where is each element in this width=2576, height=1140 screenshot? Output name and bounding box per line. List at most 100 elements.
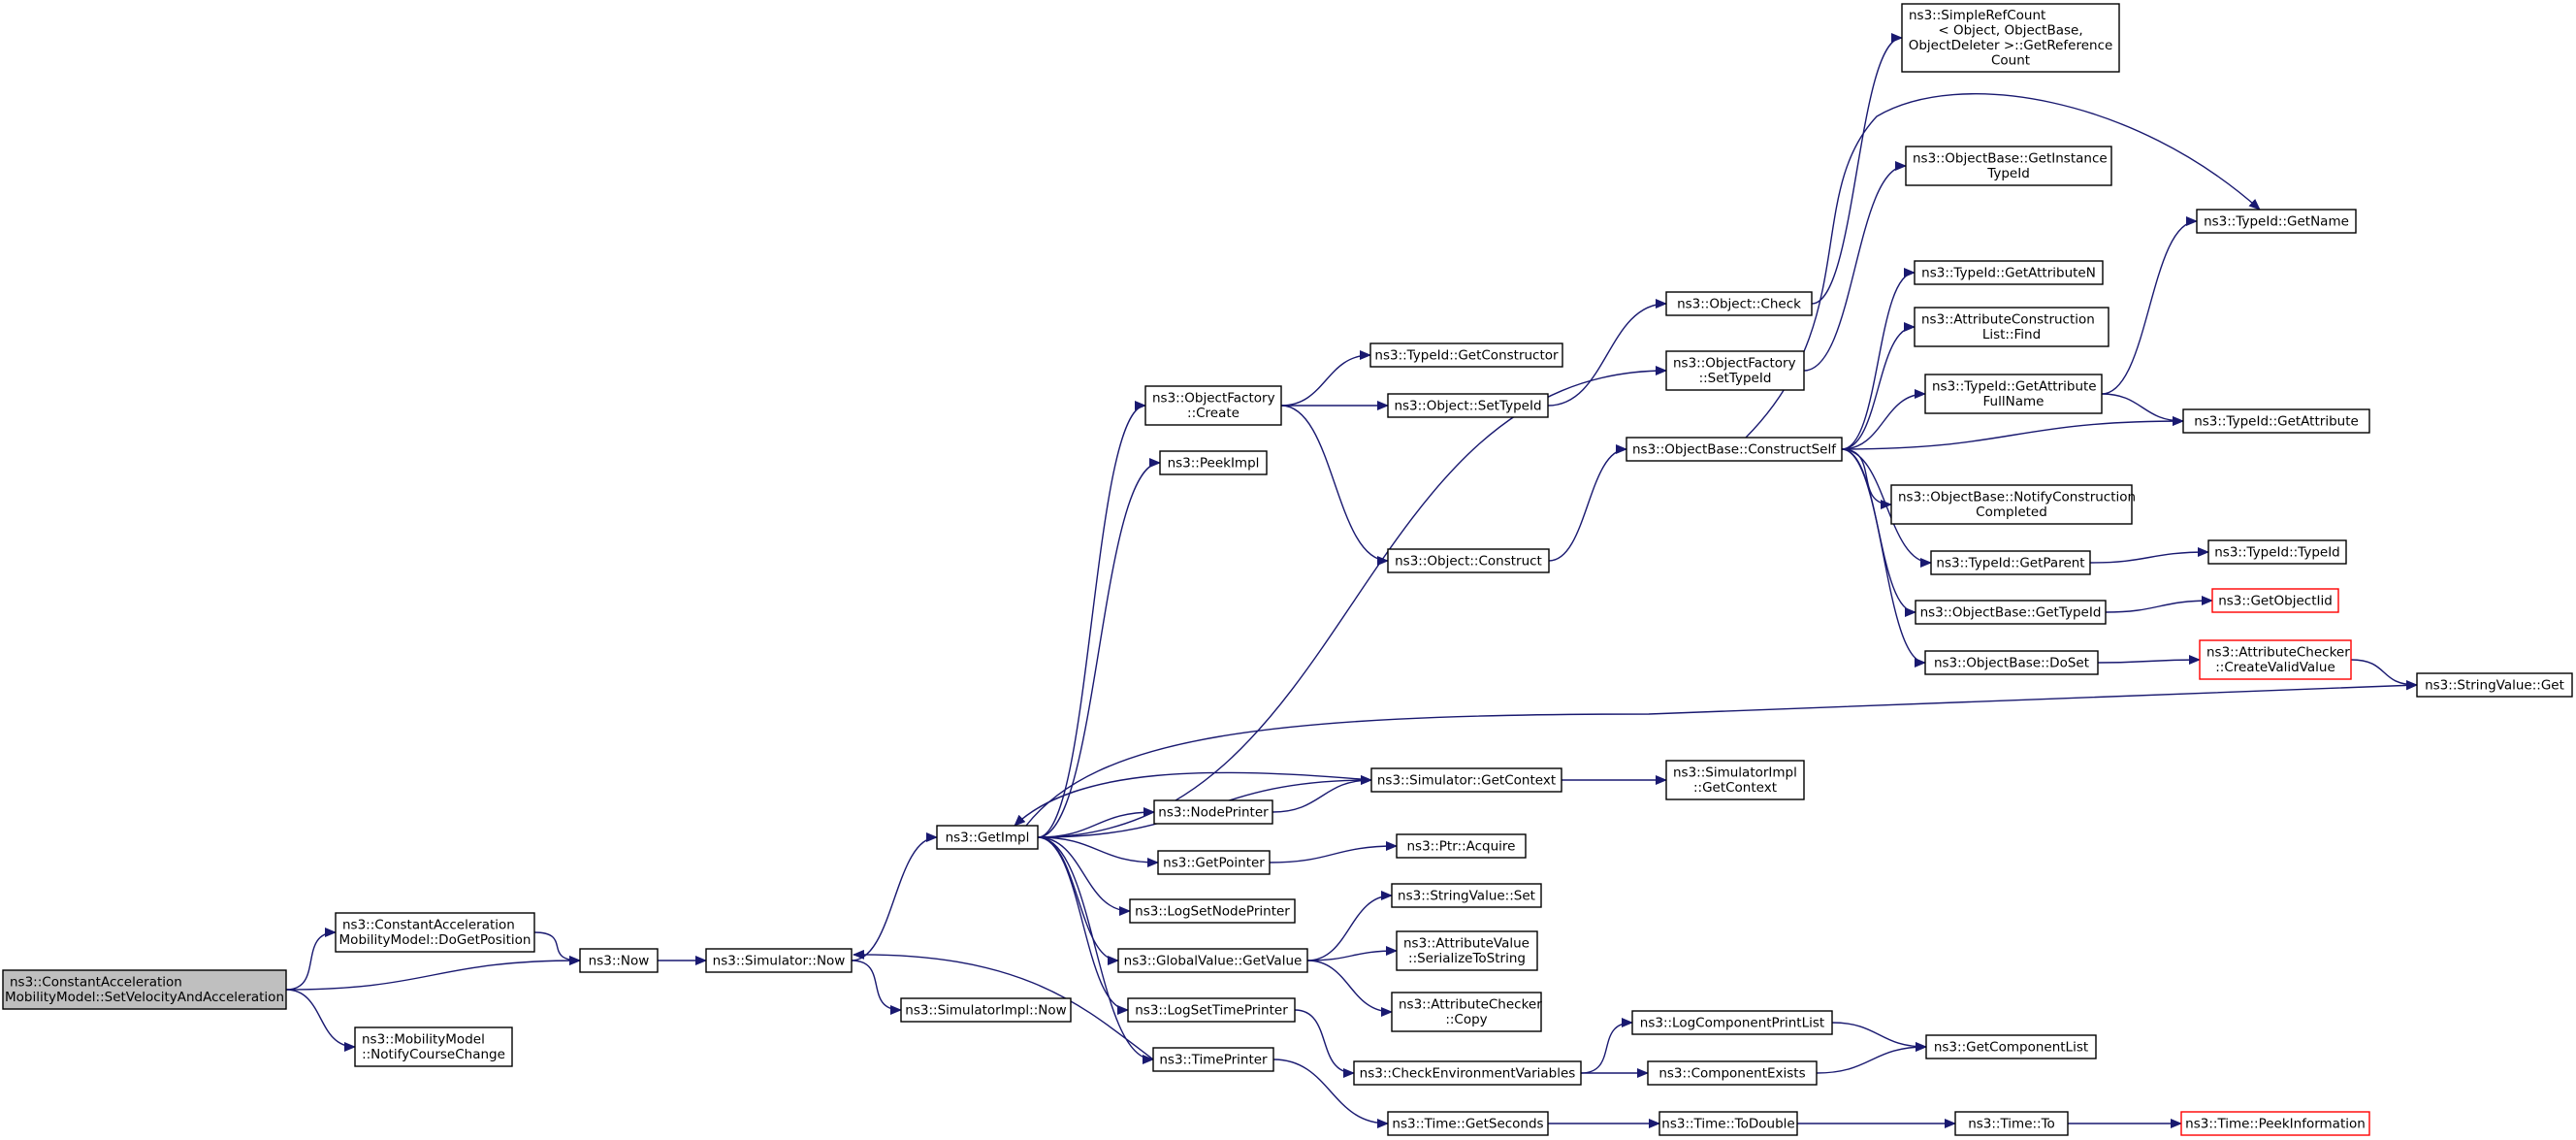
node-typeIdCtor[interactable]: ns3::TypeId::TypeId (2207, 539, 2347, 565)
edge-getAttrFullName-to-getName (2101, 216, 2198, 395)
node-box (1658, 1111, 1798, 1136)
node-checkEnvVars[interactable]: ns3::CheckEnvironmentVariables (1353, 1060, 1582, 1086)
node-label: ns3::ObjectBase::GetTypeId (1920, 604, 2102, 620)
node-getObjectIid[interactable]: ns3::GetObjectIid (2211, 588, 2339, 613)
node-label: ::GetContext (1693, 780, 1777, 796)
node-getAttribute[interactable]: ns3::TypeId::GetAttribute (2182, 408, 2370, 434)
node-getConstructor[interactable]: ns3::TypeId::GetConstructor (1369, 342, 1563, 368)
edge-objCheck-to-simpleRefCount (1811, 33, 1903, 305)
node-box (1665, 760, 1805, 800)
node-label: ns3::ObjectBase::NotifyConstruction (1898, 490, 2136, 505)
edge-doGetPosition-to-now (533, 931, 581, 965)
node-simImplGetContext[interactable]: ns3::SimulatorImpl::GetContext (1665, 760, 1805, 800)
node-box (1626, 437, 1843, 462)
node-stringValueSet[interactable]: ns3::StringValue::Set (1391, 883, 1542, 908)
node-stringValueGet[interactable]: ns3::StringValue::Get (2416, 672, 2573, 698)
node-nodePrinter[interactable]: ns3::NodePrinter (1153, 799, 1273, 825)
node-now[interactable]: ns3::Now (579, 948, 659, 973)
node-notifyConstructionCompleted[interactable]: ns3::ObjectBase::NotifyConstructionCompl… (1890, 484, 2136, 525)
node-label: ns3::TimePrinter (1159, 1052, 1268, 1067)
node-box (1914, 260, 2104, 285)
edge-checkEnvVars-to-logComponentPrintList (1580, 1018, 1633, 1074)
edge-gvGetValue-to-stringValueSet (1306, 891, 1393, 961)
node-gvGetValue[interactable]: ns3::GlobalValue::GetValue (1117, 948, 1308, 973)
node-logComponentPrintList[interactable]: ns3::LogComponentPrintList (1631, 1010, 1833, 1035)
node-box (2182, 408, 2370, 434)
node-timePrinter[interactable]: ns3::TimePrinter (1152, 1047, 1274, 1072)
node-doSet[interactable]: ns3::ObjectBase::DoSet (1924, 650, 2099, 675)
edge-getImpl-to-ofCreate (1037, 401, 1146, 838)
node-label: ns3::ObjectBase::ConstructSelf (1632, 441, 1837, 457)
node-label: Count (1991, 53, 2030, 69)
node-doGetPosition[interactable]: ns3::ConstantAccelerationMobilityModel::… (335, 912, 535, 953)
node-label: ns3::Ptr::Acquire (1407, 838, 1516, 854)
node-timeGetSeconds[interactable]: ns3::Time::GetSeconds (1387, 1111, 1549, 1136)
node-logSetNodePrinter[interactable]: ns3::LogSetNodePrinter (1129, 898, 1296, 924)
node-label: MobilityModel::DoGetPosition (339, 932, 531, 948)
edge-logComponentPrintList-to-getComponentList (1831, 1022, 1927, 1052)
node-label: ns3::AttributeChecker (1399, 997, 1542, 1013)
edge-ofCreate-to-objConstruct (1280, 405, 1389, 566)
node-box (354, 1026, 513, 1067)
node-constructSelf[interactable]: ns3::ObjectBase::ConstructSelf (1626, 437, 1843, 462)
node-acCopy[interactable]: ns3::AttributeChecker::Copy (1391, 992, 1542, 1032)
node-label: ns3::AttributeValue (1403, 936, 1530, 952)
node-getImpl[interactable]: ns3::GetImpl (936, 825, 1039, 850)
node-logSetTimePrinter[interactable]: ns3::LogSetTimePrinter (1127, 997, 1296, 1023)
node-box (2211, 588, 2339, 613)
edge-doSet-to-createValidValue (2097, 655, 2201, 666)
node-box (1391, 883, 1542, 908)
node-obGetTypeId[interactable]: ns3::ObjectBase::GetTypeId (1915, 600, 2107, 625)
node-label: ns3::TypeId::GetParent (1936, 555, 2084, 570)
node-getAttributeN[interactable]: ns3::TypeId::GetAttributeN (1914, 260, 2104, 285)
node-label: ::Create (1187, 406, 1240, 421)
node-simNow[interactable]: ns3::Simulator::Now (705, 948, 853, 973)
node-box (1117, 948, 1308, 973)
node-componentExists[interactable]: ns3::ComponentExists (1647, 1060, 1818, 1086)
node-timeToDouble[interactable]: ns3::Time::ToDouble (1658, 1111, 1798, 1136)
node-createValidValue[interactable]: ns3::AttributeChecker::CreateValidValue (2199, 639, 2352, 680)
node-getName[interactable]: ns3::TypeId::GetName (2196, 209, 2357, 234)
node-setTypeIdObj[interactable]: ns3::Object::SetTypeId (1387, 393, 1549, 418)
node-label: FullName (1983, 394, 2045, 409)
node-getPointer[interactable]: ns3::GetPointer (1157, 850, 1271, 875)
node-box (2180, 1111, 2370, 1136)
node-getComponentList[interactable]: ns3::GetComponentList (1925, 1034, 2097, 1059)
edge-constructSelf-to-getAttrFullName (1841, 389, 1926, 450)
node-label: ns3::Object::SetTypeId (1394, 398, 1541, 413)
node-label: ns3::ObjectBase::GetInstance (1913, 151, 2108, 167)
node-label: ns3::Time::To (1968, 1116, 2055, 1131)
node-box (900, 997, 1072, 1023)
node-peekImpl[interactable]: ns3::PeekImpl (1159, 450, 1268, 475)
node-label: ns3::ObjectBase::DoSet (1934, 655, 2089, 670)
node-peekInformation[interactable]: ns3::Time::PeekInformation (2180, 1111, 2370, 1136)
node-serializeToString[interactable]: ns3::AttributeValue::SerializeToString (1396, 930, 1538, 971)
node-label: ns3::PeekImpl (1168, 455, 1260, 471)
edge-setTypeIdObj-to-objCheck (1547, 299, 1667, 407)
node-simpleRefCount[interactable]: ns3::SimpleRefCount< Object, ObjectBase,… (1901, 3, 2120, 73)
node-box (1157, 850, 1271, 875)
node-label: ns3::AttributeConstruction (1921, 312, 2095, 328)
node-box (1391, 992, 1542, 1032)
node-timeTo[interactable]: ns3::Time::To (1954, 1111, 2069, 1136)
edge-getImpl-to-stringValueGet (1025, 680, 2418, 827)
node-label: ns3::ConstantAcceleration (10, 975, 182, 991)
node-ptrAcquire[interactable]: ns3::Ptr::Acquire (1396, 833, 1527, 859)
node-box (1396, 930, 1538, 971)
node-notifyCourseChange[interactable]: ns3::MobilityModel::NotifyCourseChange (354, 1026, 513, 1067)
node-ofSetTypeId[interactable]: ns3::ObjectFactory::SetTypeId (1665, 350, 1805, 391)
node-getParent[interactable]: ns3::TypeId::GetParent (1930, 550, 2091, 575)
node-label: ns3::StringValue::Get (2425, 677, 2564, 693)
node-simGetContext[interactable]: ns3::Simulator::GetContext (1370, 767, 1562, 793)
edge-getPointer-to-ptrAcquire (1269, 841, 1398, 863)
node-ofCreate[interactable]: ns3::ObjectFactory::Create (1144, 385, 1282, 426)
node-objConstruct[interactable]: ns3::Object::Construct (1387, 548, 1550, 573)
node-label: MobilityModel::SetVelocityAndAcceleratio… (5, 990, 284, 1005)
node-objCheck[interactable]: ns3::Object::Check (1665, 291, 1813, 316)
node-simImplNow[interactable]: ns3::SimulatorImpl::Now (900, 997, 1072, 1023)
node-box (1353, 1060, 1582, 1086)
node-label: ns3::ObjectFactory (1152, 391, 1275, 407)
